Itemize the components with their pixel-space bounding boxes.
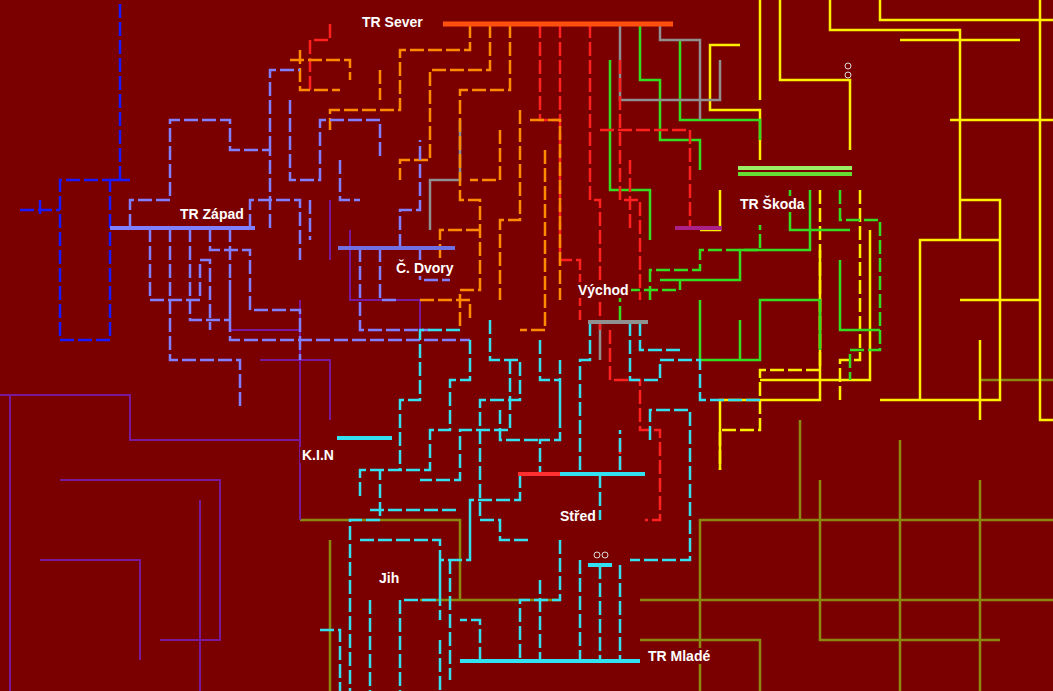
grey-lines: [430, 24, 720, 360]
blue-lines: [20, 0, 130, 340]
substation-label: TR Mladé: [646, 648, 712, 664]
substation-label: Střed: [558, 508, 598, 524]
green-dashed-lines: [620, 190, 880, 380]
substation-label: TR Škoda: [738, 196, 807, 212]
lavender-lines: [130, 70, 470, 410]
transformer-symbols: [594, 63, 851, 558]
substation-label: Jih: [377, 570, 401, 586]
substation-label: Č. Dvory: [394, 260, 456, 276]
olive-lines: [300, 380, 1053, 691]
substation-label: K.I.N: [300, 447, 336, 463]
substation-label: Východ: [576, 282, 631, 298]
substation-label: TR Sever: [360, 14, 425, 30]
orange-lines: [290, 24, 560, 330]
cyan-lines: [320, 320, 760, 691]
busbars: [110, 24, 852, 661]
substation-label: TR Západ: [178, 206, 246, 222]
